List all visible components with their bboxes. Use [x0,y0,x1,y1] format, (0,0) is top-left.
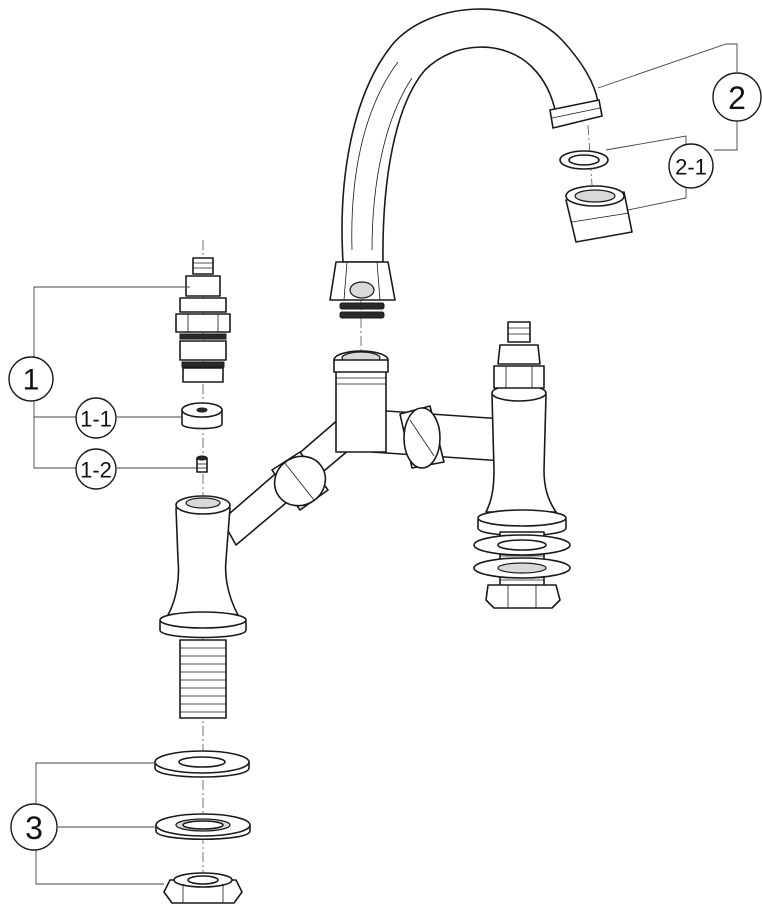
screw-1-2 [196,455,208,473]
callout-2-1-label: 2-1 [675,155,707,180]
aerator-washer [559,150,609,170]
aerator [565,185,633,243]
callout-1-2-label: 1-2 [80,458,112,483]
left-thread-lines [180,647,226,713]
spout [329,8,603,319]
callout-1-label: 1 [23,364,40,397]
callout-1-2: 1-2 [75,448,117,490]
callout-1-1-label: 1-1 [80,407,112,432]
mounting-washer-top [154,750,250,778]
callout-1: 1 [8,356,54,402]
washer-1-1 [181,402,223,430]
callout-2-label: 2 [728,80,746,116]
mounting-washer-middle [155,813,251,840]
mounting-nut [163,872,243,904]
callout-1-1: 1-1 [75,397,117,439]
callout-2: 2 [712,72,762,122]
callout-3-label: 3 [25,810,43,846]
callout-3: 3 [10,803,58,851]
cartridge [175,257,231,383]
callout-2-1: 2-1 [668,143,714,189]
faucet-body [159,321,571,719]
